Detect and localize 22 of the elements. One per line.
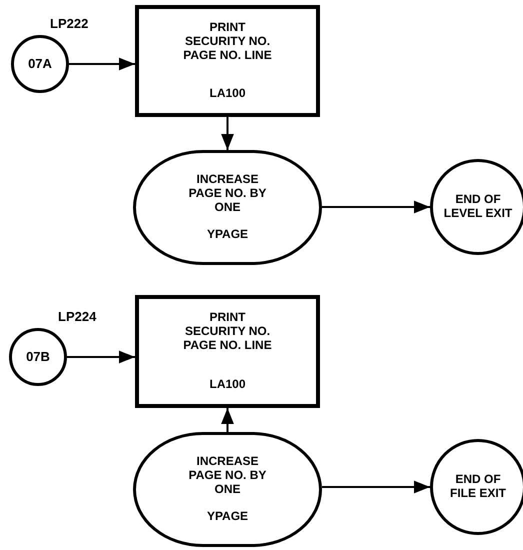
node-label: 07B — [25, 350, 51, 364]
arrow — [67, 350, 135, 364]
node-label: PRINT SECURITY NO. PAGE NO. LINE — [182, 311, 273, 352]
node-label: INCREASE PAGE NO. BY ONE — [188, 173, 268, 214]
node-label: PRINT SECURITY NO. PAGE NO. LINE — [182, 21, 273, 62]
arrow — [322, 480, 430, 494]
node-label: 07A — [27, 56, 53, 72]
arrow — [221, 117, 234, 150]
process-box — [135, 295, 320, 408]
process-box — [135, 5, 320, 117]
routine-name: YPAGE — [206, 510, 250, 524]
routine-name: LA100 — [208, 378, 247, 392]
page-reference: LP224 — [58, 308, 96, 326]
page-reference: LP222 — [50, 15, 88, 33]
node-label: INCREASE PAGE NO. BY ONE — [188, 455, 268, 496]
arrow — [69, 58, 135, 70]
node-label: END OF LEVEL EXIT — [442, 193, 514, 221]
node-label: END OF FILE EXIT — [448, 473, 507, 501]
arrow — [322, 200, 430, 214]
routine-name: LA100 — [208, 87, 247, 101]
routine-name: YPAGE — [206, 228, 250, 242]
arrow — [221, 408, 234, 432]
